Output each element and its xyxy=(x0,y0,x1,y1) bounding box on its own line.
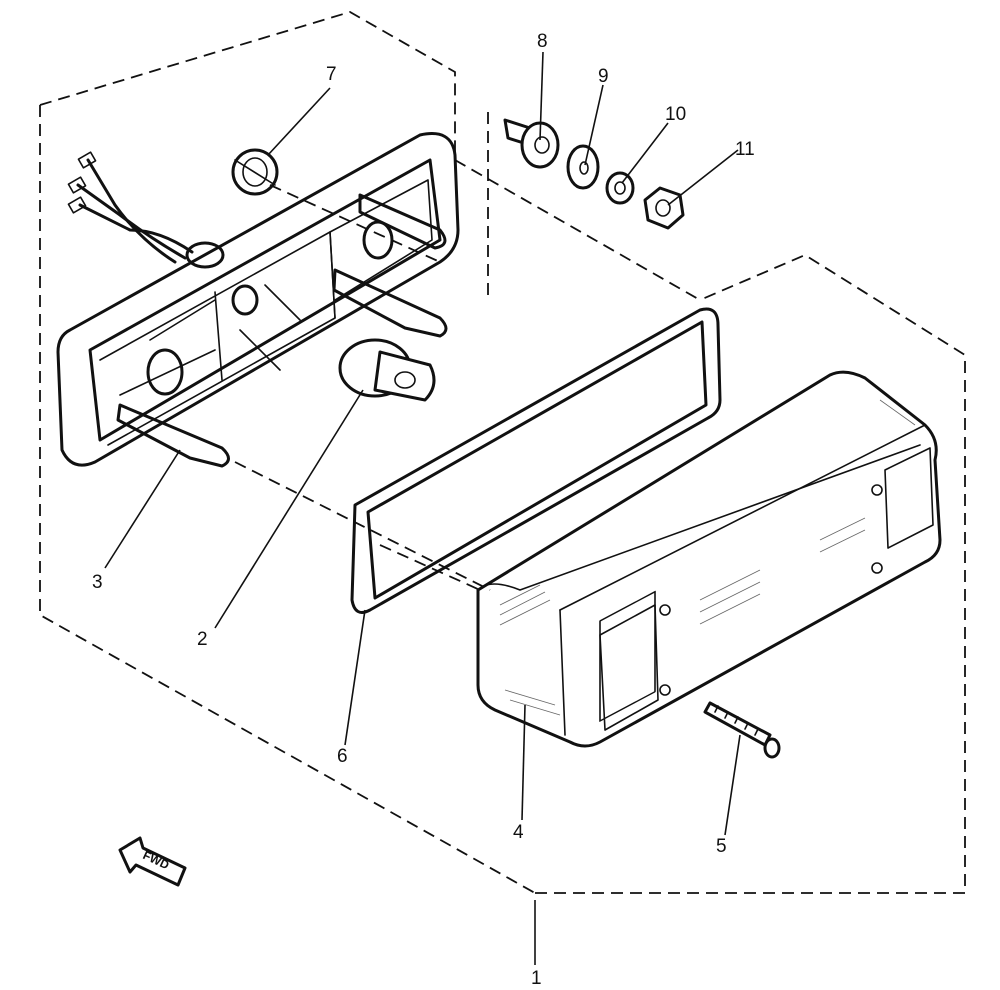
callout-labels: 1 2 3 4 5 6 7 8 9 10 11 xyxy=(92,31,755,989)
screw-part xyxy=(703,701,781,759)
mounting-hardware xyxy=(503,118,685,230)
callout-3: 3 xyxy=(92,572,103,593)
callout-9: 9 xyxy=(598,66,609,87)
gasket-part xyxy=(350,307,722,614)
callout-1: 1 xyxy=(531,968,542,989)
callout-6: 6 xyxy=(337,746,348,767)
lamp-housing-part xyxy=(56,132,460,468)
callout-11: 11 xyxy=(735,139,755,160)
fwd-direction-arrow: FWD xyxy=(118,836,187,887)
assembly-boundary xyxy=(39,11,966,894)
stud-part xyxy=(503,118,560,169)
lock-washer-part xyxy=(605,171,635,205)
bulb-part xyxy=(338,338,436,402)
nut-part xyxy=(643,186,685,230)
callout-7: 7 xyxy=(326,64,337,85)
flat-washer-part xyxy=(566,144,600,190)
lens-part xyxy=(476,370,942,748)
leader-lines xyxy=(104,51,741,965)
callout-10: 10 xyxy=(665,104,686,125)
callout-4: 4 xyxy=(513,822,524,843)
callout-2: 2 xyxy=(197,629,208,650)
callout-5: 5 xyxy=(716,836,727,857)
lens-hatching xyxy=(499,399,916,716)
callout-8: 8 xyxy=(537,31,548,52)
grommet-part xyxy=(231,148,279,196)
